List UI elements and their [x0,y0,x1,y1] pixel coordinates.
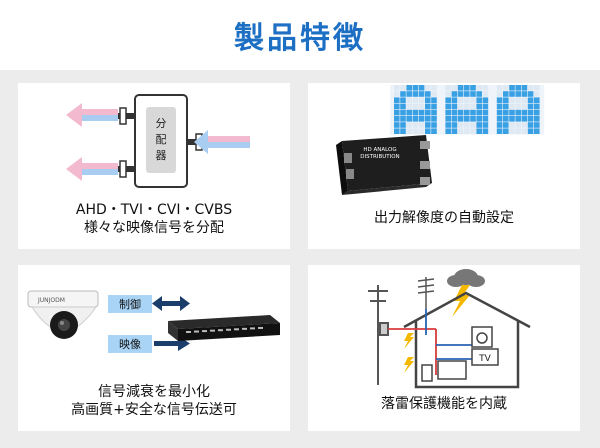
feature-caption: 信号減衰を最小化 高画質+安全な信号伝送可 [18,383,290,419]
tv-label: TV [478,354,491,364]
input-arrow [194,130,250,154]
page-title: 製品特徴 [234,21,366,56]
lightning-illustration: TV [368,269,531,389]
splitter-illustration: 分配器 [66,94,250,188]
feature-card-lightning: TV 落雷保護機能を内蔵 [308,265,580,431]
camera-brand: JUNJODM [37,297,65,304]
caption-line: 出力解像度の自動設定 [374,210,514,226]
feature-card-transmission: JUNJODM 制御 映像 [18,265,290,431]
utility-pole [368,285,389,385]
video-tag-label: 映像 [119,338,141,351]
output-arrow-bottom [66,157,118,181]
transmission-illustration: JUNJODM 制御 映像 [27,290,280,353]
output-arrow-top [66,103,118,127]
feature-caption: 出力解像度の自動設定 [308,209,580,227]
lightning-bolt-icon [452,285,470,317]
monitor-icon [421,360,467,382]
control-tag-label: 制御 [119,297,141,311]
feature-caption: AHD・TVI・CVI・CVBS 様々な映像信号を分配 [18,201,290,237]
caption-line: 様々な映像信号を分配 [84,220,224,236]
tv-icon: TV [471,348,499,366]
resolution-illustration: HD ANALOG DISTRIBUTION [336,85,545,195]
storm-cloud-icon [447,269,485,287]
dvr-recorder [168,315,280,341]
caption-line: AHD・TVI・CVI・CVBS [75,202,233,218]
feature-card-splitter: 分配器 AHD・TVI・CVI・CVBS 様々な映像信号を分配 [18,83,290,249]
feature-card-resolution: HD ANALOG DISTRIBUTION 出力解像度の自動設定 [308,83,580,249]
house-outline [403,291,531,389]
header: 製品特徴 [0,0,600,70]
control-tag [108,295,152,313]
caption-line: 落雷保護機能を内蔵 [381,396,507,412]
hd-distributor-device: HD ANALOG DISTRIBUTION [336,135,432,195]
dome-camera: JUNJODM [27,290,99,339]
feature-caption: 落雷保護機能を内蔵 [308,395,580,413]
washing-machine-icon [471,326,493,348]
pixel-aaa-graphic [390,85,545,135]
antenna-icon [417,277,435,309]
device-text-line2: DISTRIBUTION [360,154,399,160]
caption-line: 高画質+安全な信号伝送可 [71,402,237,418]
video-tag [108,335,152,353]
bidirectional-arrow [152,296,190,311]
caption-line: 信号減衰を最小化 [98,384,210,400]
feature-grid: 分配器 AHD・TVI・CVI・CVBS 様々な映像信号を分配 HD ANALO… [0,70,600,448]
wiring [388,309,484,375]
device-text-line1: HD ANALOG [363,147,396,153]
splitter-device-label: 分配器 [156,117,167,162]
